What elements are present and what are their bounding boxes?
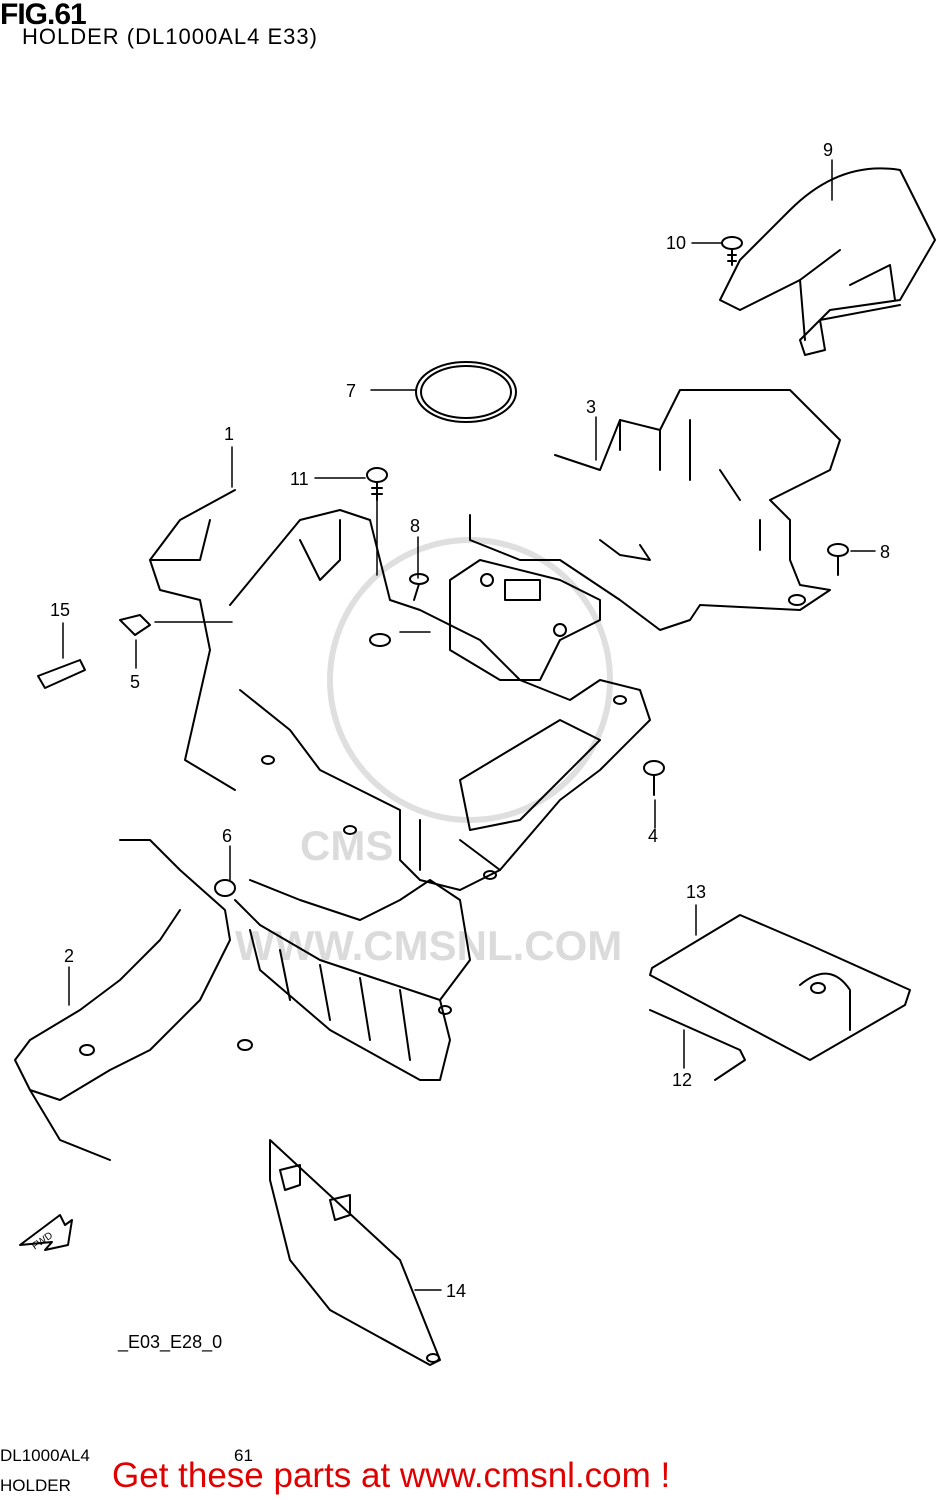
part-12-hex-key (649, 1009, 746, 1081)
lower-fender (234, 879, 471, 1081)
callout-8-left: 8 (410, 516, 420, 536)
footer-section: HOLDER (0, 1476, 71, 1495)
part-4-screw (643, 760, 665, 796)
leader-lines (62, 159, 876, 1291)
figure-number: FIG.61 (0, 0, 87, 31)
callout-4: 4 (648, 826, 658, 846)
center-bracket (449, 559, 601, 681)
callout-14: 14 (446, 1281, 466, 1301)
fwd-arrow-icon (19, 1214, 73, 1251)
callout-12: 12 (672, 1070, 692, 1090)
callout-15: 15 (50, 600, 70, 620)
callout-5: 5 (130, 672, 140, 692)
part-8-screw-right (827, 543, 849, 576)
part-2-side-panel (14, 839, 253, 1161)
footer-model: DL1000AL4 (0, 1446, 90, 1465)
callout-6: 6 (222, 826, 232, 846)
watermark-logo-text: CMS (300, 822, 393, 869)
part-9-cover (719, 167, 936, 356)
callout-11: 11 (290, 469, 309, 489)
callout-1: 1 (224, 424, 234, 444)
part-3-tray (469, 389, 841, 631)
watermark-url: WWW.CMSNL.COM (235, 922, 622, 969)
callout-2: 2 (64, 946, 74, 966)
callout-10: 10 (666, 233, 686, 253)
callout-8-right: 8 (880, 542, 890, 562)
callout-13: 13 (686, 882, 706, 902)
footer-page-number: 61 (234, 1446, 253, 1465)
part-1-side-panel (149, 489, 357, 835)
callout-7: 7 (346, 381, 356, 401)
part-15-pad (37, 659, 86, 689)
part-5-clip (119, 614, 151, 636)
main-frame (229, 509, 651, 891)
part-13-pouch (649, 914, 911, 1061)
drawing-code: _E03_E28_0 (118, 1332, 223, 1352)
callout-3: 3 (586, 397, 596, 417)
part-6-grommet (214, 879, 236, 897)
watermark: CMS WWW.CMSNL.COM (235, 537, 622, 969)
part-14-plate (269, 1139, 441, 1366)
part-11-screw (366, 467, 388, 501)
part-7-ring (415, 361, 517, 423)
callout-9: 9 (823, 140, 833, 160)
part-8-screw-left (409, 573, 429, 601)
figure-subtitle: HOLDER (DL1000AL4 E33) (22, 24, 318, 49)
shop-link[interactable]: Get these parts at www.cmsnl.com ! (112, 1456, 671, 1495)
